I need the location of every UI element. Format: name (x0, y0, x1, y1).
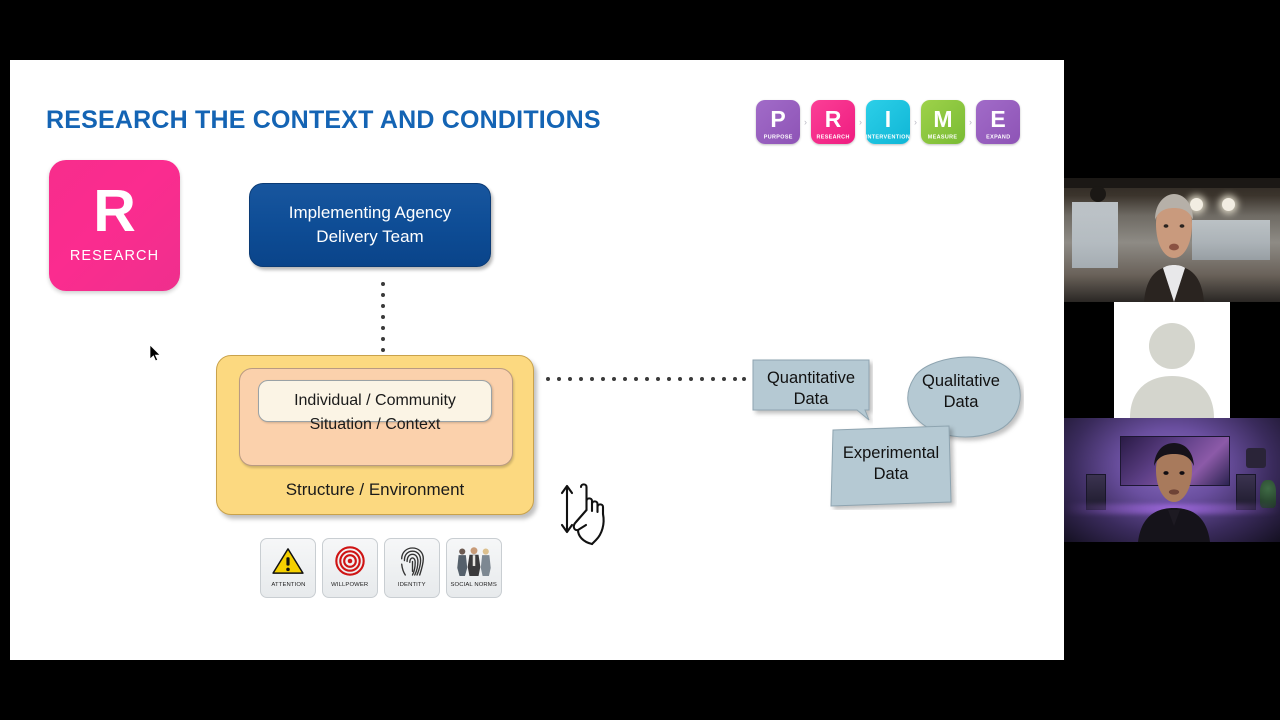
prime-badge-purpose[interactable]: P PURPOSE (756, 100, 800, 144)
quantitative-data-shape[interactable]: Quantitative Data (749, 358, 873, 426)
behaviour-icon-caption: IDENTITY (398, 581, 426, 589)
structure-environment-label: Structure / Environment (285, 480, 465, 499)
presentation-slide: RESEARCH THE CONTEXT AND CONDITIONS P PU… (10, 60, 1064, 660)
connector-vertical-dotted (381, 282, 386, 365)
behaviour-icon-social-norms[interactable]: SOCIAL NORMS (446, 538, 502, 598)
prime-badge-caption: RESEARCH (816, 133, 850, 139)
plant (1260, 480, 1276, 508)
avatar (1130, 323, 1214, 418)
prime-badge-caption: MEASURE (928, 133, 958, 139)
structure-environment-box[interactable]: Individual / Community Situation / Conte… (216, 355, 534, 515)
behaviour-icon-attention[interactable]: ATTENTION (260, 538, 316, 598)
hand-pointer-gesture-icon (560, 483, 605, 546)
connector-horizontal-dotted (546, 377, 746, 382)
target-icon (330, 543, 370, 579)
prime-framework-strip: P PURPOSE › R RESEARCH › I INTERVENTION … (756, 100, 1020, 144)
participant-tile-3[interactable] (1064, 418, 1280, 542)
prime-badge-measure[interactable]: M MEASURE (921, 100, 965, 144)
prime-badge-research[interactable]: R RESEARCH (811, 100, 855, 144)
implementing-agency-box[interactable]: Implementing Agency Delivery Team (249, 183, 491, 267)
prime-badge-expand[interactable]: E EXPAND (976, 100, 1020, 144)
mouse-pointer-icon (150, 345, 161, 362)
page-title: RESEARCH THE CONTEXT AND CONDITIONS (46, 106, 601, 134)
chevron-right-icon: › (859, 117, 862, 127)
prime-badge-intervention[interactable]: I INTERVENTION (866, 100, 910, 144)
participant-3-portrait (1138, 443, 1210, 542)
individual-community-box[interactable]: Individual / Community (258, 380, 492, 422)
pendant-light-1 (1190, 198, 1203, 211)
participant-1-portrait (1144, 194, 1204, 302)
ceiling-band (1064, 178, 1280, 188)
pendant-light-2 (1222, 198, 1235, 211)
prime-badge-letter: P (770, 105, 786, 132)
individual-community-label: Individual / Community (294, 392, 456, 409)
chevron-right-icon: › (804, 117, 807, 127)
chevron-right-icon: › (914, 117, 917, 127)
research-tile-letter: R (93, 177, 136, 244)
participant-tile-2[interactable] (1114, 302, 1230, 418)
experimental-data-shape[interactable]: Experimental Data (825, 424, 957, 510)
behaviour-factor-icons: ATTENTION WILLPOWER (260, 538, 502, 598)
participant-tile-1[interactable] (1064, 178, 1280, 302)
desk-lamp (1246, 448, 1266, 468)
behaviour-icon-caption: WILLPOWER (331, 581, 369, 589)
situation-context-box[interactable]: Individual / Community (239, 368, 513, 466)
implementing-agency-label: Implementing Agency Delivery Team (288, 203, 452, 246)
prime-badge-letter: I (884, 105, 892, 132)
window-right (1192, 220, 1270, 260)
ceiling-fixture (1090, 186, 1106, 202)
behaviour-icon-caption: ATTENTION (270, 581, 306, 589)
prime-badge-caption: INTERVENTION (865, 133, 911, 139)
fingerprint-icon (392, 543, 432, 579)
warning-triangle-icon (268, 543, 308, 579)
behaviour-icon-identity[interactable]: IDENTITY (384, 538, 440, 598)
situation-context-label: Situation / Context (309, 416, 441, 433)
behaviour-icon-caption: SOCIAL NORMS (450, 581, 498, 589)
prime-badge-letter: R (824, 105, 842, 132)
prime-badge-caption: PURPOSE (763, 133, 793, 139)
research-stage-tile[interactable]: R RESEARCH (49, 160, 180, 291)
prime-badge-letter: M (933, 105, 953, 132)
chevron-right-icon: › (969, 117, 972, 127)
behaviour-icon-willpower[interactable]: WILLPOWER (322, 538, 378, 598)
research-tile-caption: RESEARCH (69, 247, 160, 264)
prime-badge-letter: E (990, 105, 1006, 132)
window-left (1072, 202, 1118, 268)
people-group-icon (454, 543, 494, 579)
prime-badge-caption: EXPAND (985, 133, 1011, 139)
